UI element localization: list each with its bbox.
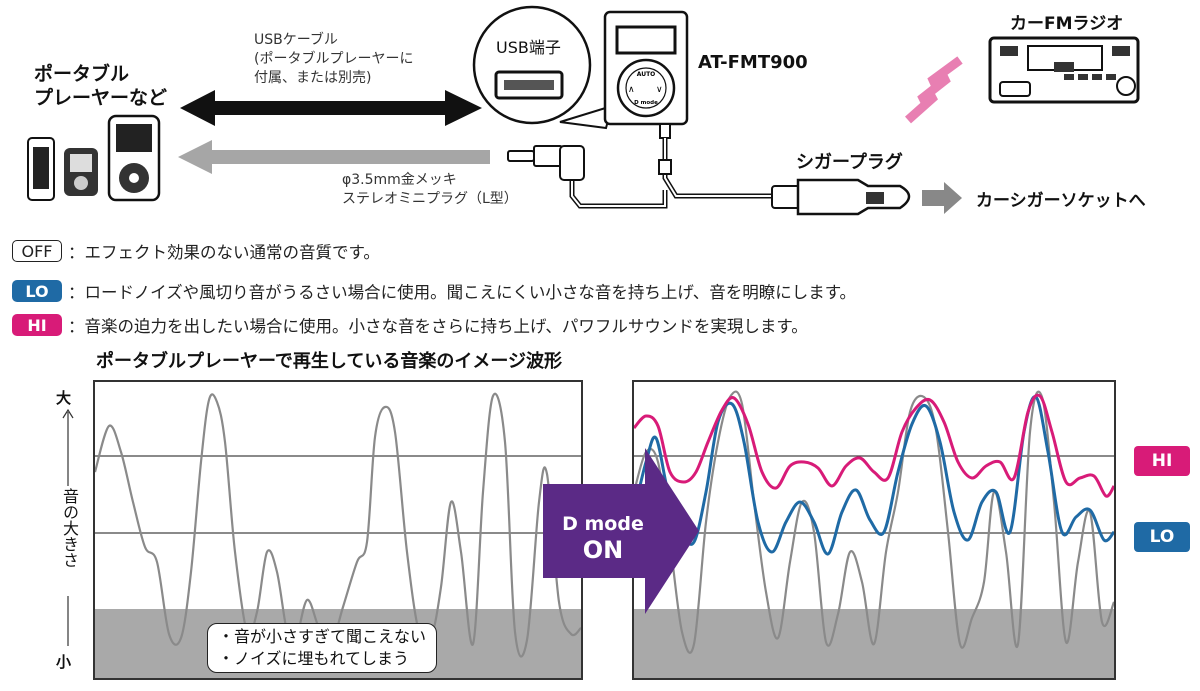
- axis-top-label: 大: [56, 389, 72, 407]
- audio-cable-arrow: [178, 140, 490, 174]
- axis-arrow: [62, 408, 74, 646]
- d-mode-arrow: D mode ON: [543, 448, 699, 614]
- portable-player-icons: [27, 114, 161, 202]
- radio-label: カーFMラジオ: [1010, 14, 1124, 34]
- device-auto-label: AUTO: [637, 71, 656, 78]
- svg-text:∧: ∧: [628, 85, 635, 95]
- mode-row-hi: HI ：音楽の迫力を出したい場合に使用。小さな音をさらに持ち上げ、パワフルサウン…: [12, 313, 808, 337]
- waveform-after-panel: [632, 380, 1116, 680]
- hi-description: ：音楽の迫力を出したい場合に使用。小さな音をさらに持ち上げ、パワフルサウンドを実…: [68, 317, 808, 336]
- cigar-plug-label: シガープラグ: [796, 152, 903, 173]
- lo-description: ：ロードノイズや風切り音がうるさい場合に使用。聞こえにくい小さな音を持ち上げ、音…: [68, 283, 857, 302]
- axis-label: 音の大きさ: [60, 488, 79, 568]
- socket-label: カーシガーソケットへ: [976, 191, 1146, 211]
- chart-title: ポータブルプレーヤーで再生している音楽のイメージ波形: [96, 351, 563, 372]
- off-description: ：エフェクト効果のない通常の音質です。: [68, 243, 380, 262]
- mode-row-off: OFF ：エフェクト効果のない通常の音質です。: [12, 239, 380, 263]
- mode-row-lo: LO ：ロードノイズや風切り音がうるさい場合に使用。聞こえにくい小さな音を持ち上…: [12, 279, 856, 303]
- hi-waveform: [634, 393, 1114, 498]
- on-label: ON: [583, 536, 624, 564]
- off-badge: OFF: [12, 240, 62, 262]
- fm-transmitter-device: AUTO D mode ∧ ∨: [603, 10, 775, 199]
- lo-side-badge: LO: [1134, 522, 1190, 552]
- usb-cable-arrow: [180, 90, 482, 126]
- mini-plug-label: φ3.5mm金メッキ ステレオミニプラグ（L型）: [342, 172, 518, 207]
- hi-badge: HI: [12, 314, 62, 336]
- radio-wave-icon: [905, 56, 963, 124]
- connection-diagram: AUTO D mode ∧ ∨: [27, 5, 1140, 216]
- model-label: AT-FMT900: [698, 52, 808, 73]
- cigar-plug: [771, 178, 962, 216]
- usb-port-magnifier: [472, 5, 614, 130]
- source-label: ポータブル プレーヤーなど: [34, 63, 168, 109]
- car-radio: [988, 36, 1140, 104]
- original-waveform: [95, 392, 581, 658]
- original-waveform: [634, 390, 1114, 654]
- usb-port-label: USB端子: [496, 38, 561, 57]
- svg-text:∨: ∨: [656, 85, 663, 95]
- hi-side-badge: HI: [1134, 446, 1190, 476]
- lo-badge: LO: [12, 280, 62, 302]
- axis-bottom-label: 小: [56, 653, 72, 671]
- d-mode-label: D mode: [562, 513, 644, 535]
- device-dmode-label: D mode: [634, 100, 658, 106]
- usb-cable-label: USBケーブル (ポータブルプレーヤーに 付属、または別売): [254, 32, 414, 86]
- mini-plug-cable: [507, 145, 668, 209]
- problem-callout: ・音が小さすぎて聞こえない ・ノイズに埋もれてしまう: [207, 623, 438, 673]
